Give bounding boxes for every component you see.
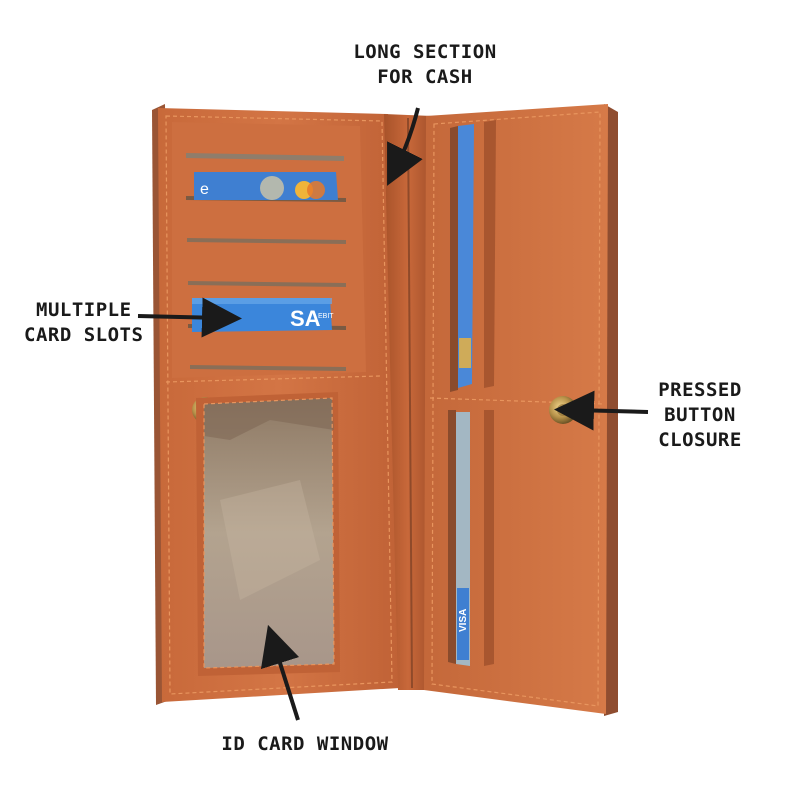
label-window-line1: ID CARD WINDOW <box>221 733 389 755</box>
gusset-fold-line <box>407 117 413 689</box>
card-slot <box>186 153 344 161</box>
credit-card-right-upper <box>458 124 474 388</box>
arrow-button <box>554 390 649 431</box>
snap-button-right <box>549 396 577 424</box>
card-slot <box>188 281 346 287</box>
lower-pocket-seam <box>165 375 381 383</box>
id-card-window <box>196 392 340 676</box>
arrow-window <box>260 624 300 721</box>
right-upper-card-slots <box>450 120 496 392</box>
label-cards-line1: MULTIPLE <box>36 299 132 321</box>
right-panel-middle-seam <box>429 397 605 405</box>
card-slot <box>187 238 346 244</box>
label-id-card-window: ID CARD WINDOW <box>210 732 400 757</box>
middle-card-small-text: EBIT <box>318 313 334 320</box>
credit-card-top: e <box>194 172 338 200</box>
right-panel-stitching <box>431 111 601 707</box>
cash-section-gusset <box>384 114 432 690</box>
arrow-cards <box>137 297 242 338</box>
top-card-text: e <box>200 181 209 198</box>
annotation-arrows <box>137 107 649 721</box>
label-button-line2: BUTTON <box>664 404 736 426</box>
label-multiple-card-slots: MULTIPLE CARD SLOTS <box>24 298 154 348</box>
credit-card-middle: SA EBIT <box>192 298 334 332</box>
wallet: e SA EBIT <box>152 104 618 716</box>
label-long-section-for-cash: LONG SECTION FOR CASH <box>340 40 510 90</box>
right-lower-card-slots: VISA <box>448 410 494 666</box>
label-cash-line1: LONG SECTION <box>353 41 497 63</box>
left-panel-stitching <box>165 115 393 695</box>
label-button-line3: CLOSURE <box>658 429 742 451</box>
label-cash-line2: FOR CASH <box>377 66 473 88</box>
card-slot <box>190 365 346 371</box>
right-card-text: VISA <box>458 609 469 632</box>
middle-card-text: SA <box>290 306 321 331</box>
label-cards-line2: CARD SLOTS <box>24 324 144 346</box>
label-pressed-button-closure: PRESSED BUTTON CLOSURE <box>650 378 750 453</box>
arrow-cash <box>387 107 423 186</box>
label-button-line1: PRESSED <box>658 379 742 401</box>
